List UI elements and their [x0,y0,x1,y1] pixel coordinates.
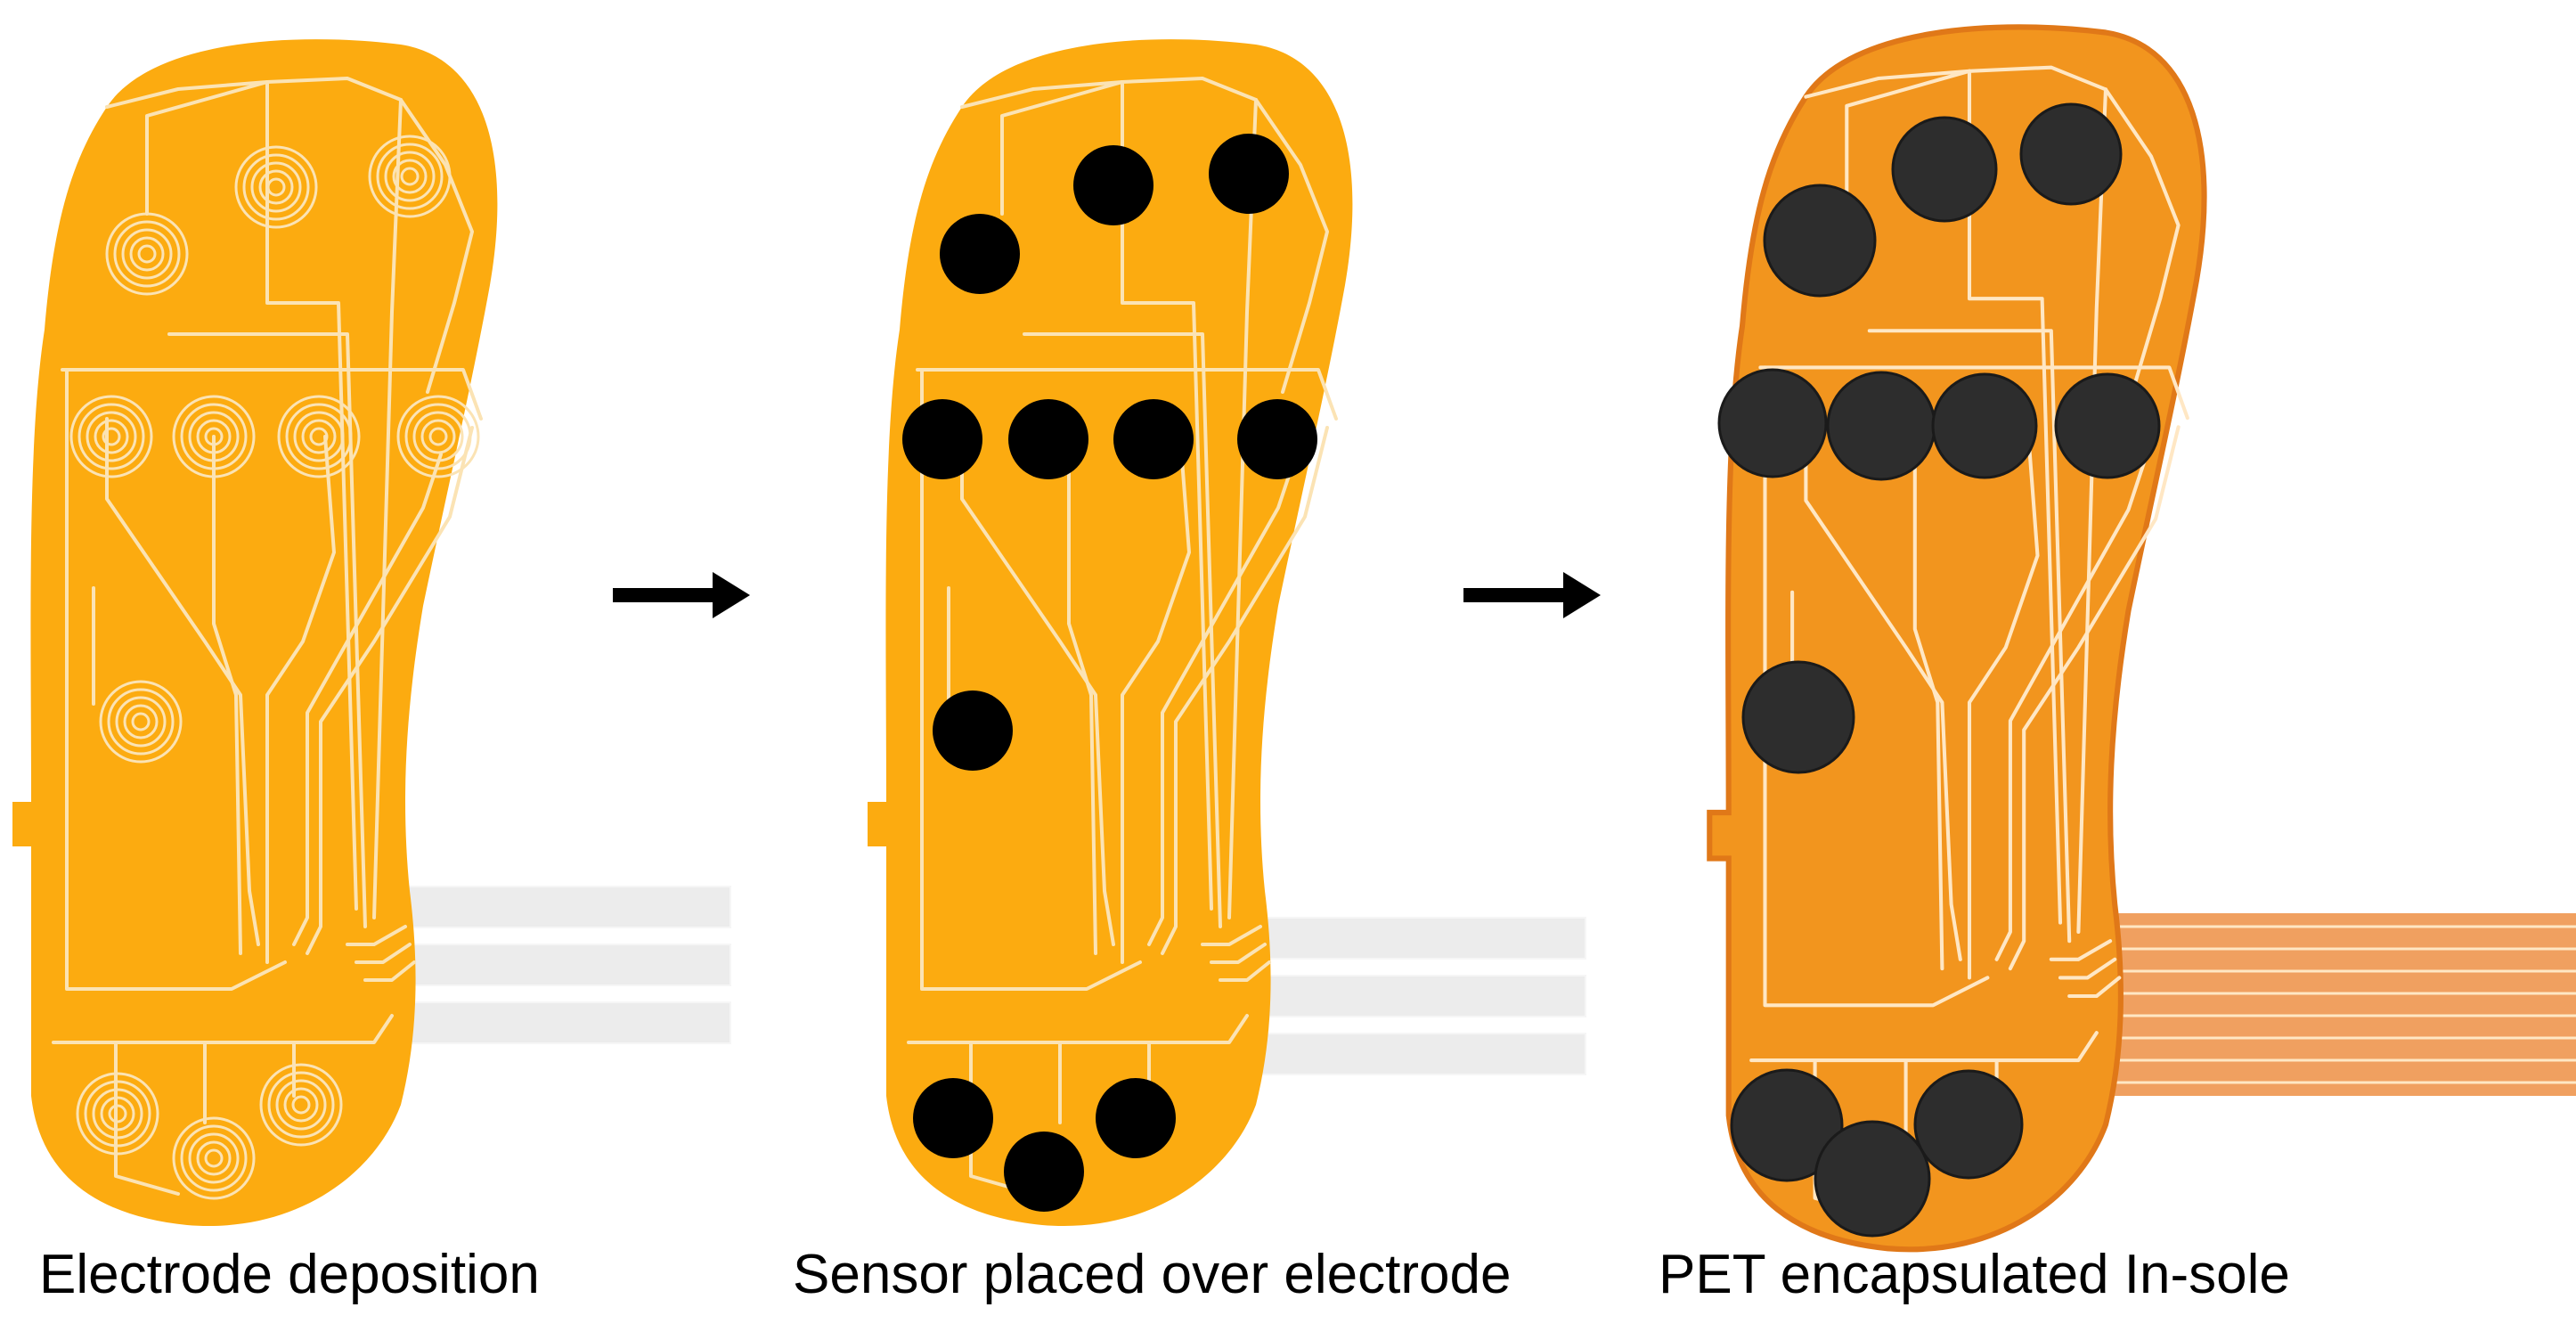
caption-encapsulated-insole: PET encapsulated In-sole [1659,1244,2290,1305]
pressure-sensor [1741,660,1855,774]
pressure-sensor [1113,399,1194,479]
pressure-sensor [1008,399,1088,479]
sensor-array [902,134,1317,1212]
pressure-sensor [1891,116,1998,223]
pressure-sensor [1826,371,1936,481]
insole-substrate [12,39,498,1227]
sensor-array [1717,102,2161,1238]
pressure-sensor [1814,1120,1931,1238]
pressure-sensor [1209,134,1289,214]
pressure-sensor [1763,184,1877,298]
pressure-sensor [1717,368,1828,478]
pressure-sensor [1913,1069,2024,1180]
pressure-sensor [1004,1132,1084,1212]
pressure-sensor [933,690,1013,771]
pressure-sensor [2054,372,2161,479]
pressure-sensor [940,214,1020,294]
panel-sensor-placement [868,39,1586,1227]
caption-electrode-deposition: Electrode deposition [39,1244,540,1305]
pressure-sensor [1073,145,1153,225]
panel-encapsulated-insole [1709,27,2576,1249]
pressure-sensor [913,1078,993,1158]
pressure-sensor [1237,399,1317,479]
pressure-sensor [902,399,982,479]
right-arrow-icon [613,572,750,618]
pressure-sensor [1730,1068,1844,1182]
pressure-sensor [2019,102,2123,206]
pressure-sensor [1096,1078,1176,1158]
panel-electrode-deposition [12,39,731,1227]
caption-sensor-placement: Sensor placed over electrode [793,1244,1512,1305]
right-arrow-icon [1463,572,1601,618]
pressure-sensor [1931,372,2038,479]
